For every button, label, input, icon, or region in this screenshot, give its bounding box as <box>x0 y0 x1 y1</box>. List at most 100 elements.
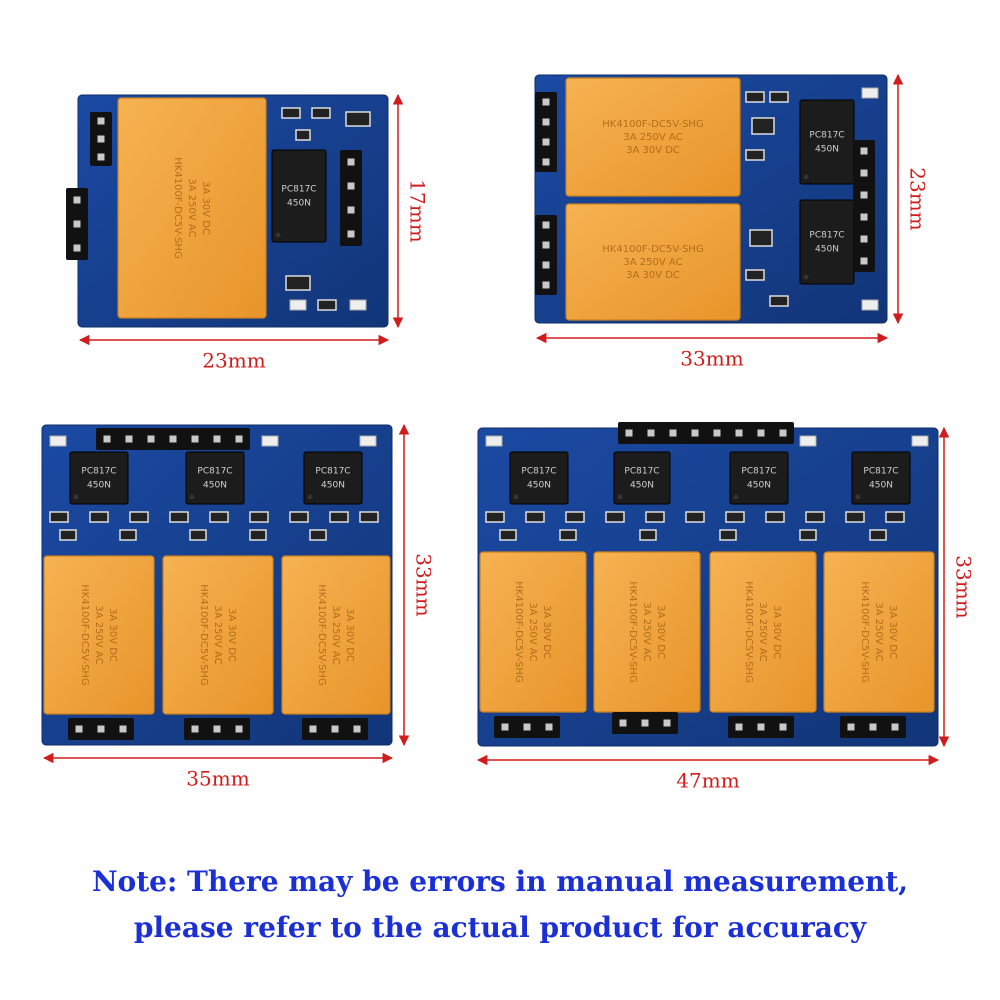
relay-marking: 3A 250V AC <box>330 605 341 664</box>
header-pin <box>501 723 509 731</box>
pin-header-body <box>340 150 362 246</box>
header-pin <box>309 725 317 733</box>
smd-component <box>295 129 311 141</box>
header-pin <box>347 206 355 214</box>
smd-component <box>311 107 331 119</box>
relay-marking: 3A 30V DC <box>226 608 237 662</box>
smd-component <box>89 511 109 523</box>
relay-marking: 3A 30V DC <box>541 605 552 659</box>
header-pin <box>191 435 199 443</box>
relay-marking: 3A 250V AC <box>623 257 682 268</box>
smd-component <box>59 529 77 541</box>
chip-dot <box>189 494 195 500</box>
smd-led <box>49 435 67 447</box>
smd-component <box>499 529 517 541</box>
header-pin <box>75 725 83 733</box>
smd-component <box>885 511 905 523</box>
smd-component <box>805 511 825 523</box>
relay-body <box>43 555 155 715</box>
note-line-2: please refer to the actual product for a… <box>133 911 867 944</box>
smd-led <box>799 435 817 447</box>
chip-marking: 450N <box>527 481 551 491</box>
chip-body <box>509 451 569 505</box>
smd-component <box>249 529 267 541</box>
smd-led <box>289 299 307 311</box>
width-label: 23mm <box>202 349 265 373</box>
header-pin <box>713 429 721 437</box>
smd-component <box>525 511 545 523</box>
pin-header-body <box>618 422 794 444</box>
header-pin <box>542 261 550 269</box>
header-pin <box>347 182 355 190</box>
relay-marking: 3A 30V DC <box>107 608 118 662</box>
chip-marking: 450N <box>747 481 771 491</box>
pin-header <box>535 92 557 172</box>
header-pin <box>545 723 553 731</box>
chip-marking: PC817C <box>81 467 116 477</box>
header-pin <box>860 213 868 221</box>
header-pin <box>213 725 221 733</box>
relay-marking: HK4100F-DC5V-SHG <box>627 581 638 682</box>
chip-body <box>185 451 245 505</box>
header-pin <box>542 221 550 229</box>
chip-marking: PC817C <box>197 467 232 477</box>
smd-component <box>329 511 349 523</box>
smd-led <box>861 299 879 311</box>
header-pin <box>97 153 105 161</box>
smd-component <box>249 511 269 523</box>
relay-marking: 3A 30V DC <box>887 605 898 659</box>
chip-dot <box>733 494 739 500</box>
relay-body <box>709 551 817 713</box>
chip-marking: 450N <box>869 481 893 491</box>
relay-marking: HK4100F-DC5V-SHG <box>79 584 90 685</box>
header-pin <box>542 281 550 289</box>
header-pin <box>860 147 868 155</box>
pin-header-body <box>853 140 875 272</box>
pin-header <box>618 422 794 444</box>
pin-header <box>728 716 794 738</box>
relay-marking: 3A 30V DC <box>626 145 680 156</box>
pin-header <box>494 716 560 738</box>
chip-body <box>851 451 911 505</box>
header-pin <box>757 723 765 731</box>
chip-dot <box>803 174 809 180</box>
relay-marking: HK4100F-DC5V-SHG <box>602 244 703 255</box>
chip-marking: 450N <box>815 245 839 255</box>
header-pin <box>647 429 655 437</box>
chip-marking: PC817C <box>281 185 316 195</box>
relay-marking: 3A 250V AC <box>527 602 538 661</box>
chip-dot <box>73 494 79 500</box>
pin-header <box>66 188 88 260</box>
smd-component <box>751 117 775 135</box>
chip-body <box>303 451 363 505</box>
header-pin <box>542 158 550 166</box>
smd-component <box>285 275 311 291</box>
relay-body <box>281 555 391 715</box>
relay-marking: HK4100F-DC5V-SHG <box>172 157 183 258</box>
smd-component <box>309 529 327 541</box>
relay-marking: 3A 250V AC <box>641 602 652 661</box>
relay-marking: HK4100F-DC5V-SHG <box>859 581 870 682</box>
smd-component <box>769 295 789 307</box>
header-pin <box>191 725 199 733</box>
pin-header <box>612 712 678 734</box>
header-pin <box>735 723 743 731</box>
smd-component <box>289 511 309 523</box>
chip-marking: PC817C <box>863 467 898 477</box>
chip-marking: PC817C <box>809 231 844 241</box>
header-pin <box>73 220 81 228</box>
smd-component <box>745 269 765 281</box>
relay-marking: HK4100F-DC5V-SHG <box>743 581 754 682</box>
